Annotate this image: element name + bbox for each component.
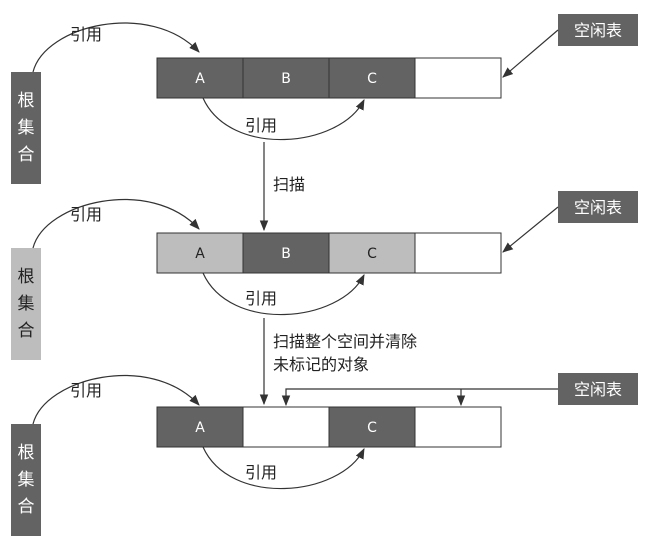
free-list-pointer-to-freed-b — [281, 388, 558, 407]
root-set-char-3: 合 — [18, 321, 35, 341]
heap-row — [156, 406, 502, 448]
root-reference-label: 引用 — [70, 381, 102, 400]
stage-1: 根 集 合 引用 A B C 引用 空闲表 — [11, 14, 638, 184]
a-to-c-reference-arrow — [202, 272, 365, 316]
root-set-char-1: 根 — [18, 267, 35, 287]
free-list-box — [558, 191, 638, 223]
heap-cell-free — [414, 57, 502, 99]
heap-cell-a — [156, 57, 244, 99]
free-list-pointer — [502, 29, 559, 78]
heap-cell-c — [328, 57, 416, 99]
root-reference-arrow — [32, 22, 200, 73]
a-to-c-reference-label: 引用 — [245, 289, 277, 308]
root-set-char-1: 根 — [18, 443, 35, 463]
root-reference-label: 引用 — [70, 205, 102, 224]
heap-cell-a — [156, 406, 244, 448]
root-set-char-1: 根 — [18, 91, 35, 111]
stage-3: 根 集 合 引用 A C 引用 空闲表 — [11, 373, 638, 536]
scan-label: 扫描 — [273, 175, 305, 194]
sweep-label-line-2: 未标记的对象 — [273, 355, 369, 374]
free-list-box — [558, 373, 638, 405]
a-to-c-reference-label: 引用 — [245, 116, 277, 135]
root-set-char-2: 集 — [18, 118, 35, 138]
sweep-label-line-1: 扫描整个空间并清除 — [273, 332, 417, 351]
heap-row — [156, 57, 502, 99]
root-set-box — [11, 72, 41, 184]
a-to-c-reference-arrow — [202, 97, 365, 141]
root-reference-arrow — [32, 374, 200, 425]
free-list-label: 空闲表 — [574, 198, 622, 217]
cell-label-a: A — [195, 246, 205, 262]
cell-label-a: A — [195, 420, 205, 436]
free-list-box — [558, 14, 638, 46]
heap-cell-b — [242, 232, 330, 274]
root-set-box — [11, 248, 41, 360]
root-set-char-2: 集 — [18, 294, 35, 314]
heap-cell-c — [328, 406, 416, 448]
a-to-c-reference-label: 引用 — [245, 463, 277, 482]
scan-step: 扫描 — [259, 142, 305, 232]
free-list-label: 空闲表 — [574, 380, 622, 399]
free-list-label: 空闲表 — [574, 21, 622, 40]
cell-label-c: C — [367, 71, 377, 87]
heap-cell-free — [414, 232, 502, 274]
root-set-box — [11, 424, 41, 536]
cell-label-b: B — [281, 246, 291, 262]
cell-label-c: C — [367, 246, 377, 262]
root-reference-arrow — [32, 198, 200, 249]
cell-label-a: A — [195, 71, 205, 87]
heap-row — [156, 232, 502, 274]
root-reference-label: 引用 — [70, 25, 102, 44]
sweep-step: 扫描整个空间并清除 未标记的对象 — [259, 318, 417, 406]
cell-label-b: B — [281, 71, 291, 87]
a-to-c-reference-arrow — [202, 446, 365, 490]
heap-cell-c — [328, 232, 416, 274]
heap-cell-freed-b — [242, 406, 330, 448]
root-set-char-3: 合 — [18, 497, 35, 517]
heap-cell-a — [156, 232, 244, 274]
root-set-char-3: 合 — [18, 145, 35, 165]
cell-label-c: C — [367, 420, 377, 436]
heap-cell-b — [242, 57, 330, 99]
free-list-pointer — [502, 206, 559, 253]
heap-cell-free — [414, 406, 502, 448]
root-set-char-2: 集 — [18, 470, 35, 490]
stage-2: 根 集 合 引用 A B C 引用 空闲表 — [11, 191, 638, 360]
